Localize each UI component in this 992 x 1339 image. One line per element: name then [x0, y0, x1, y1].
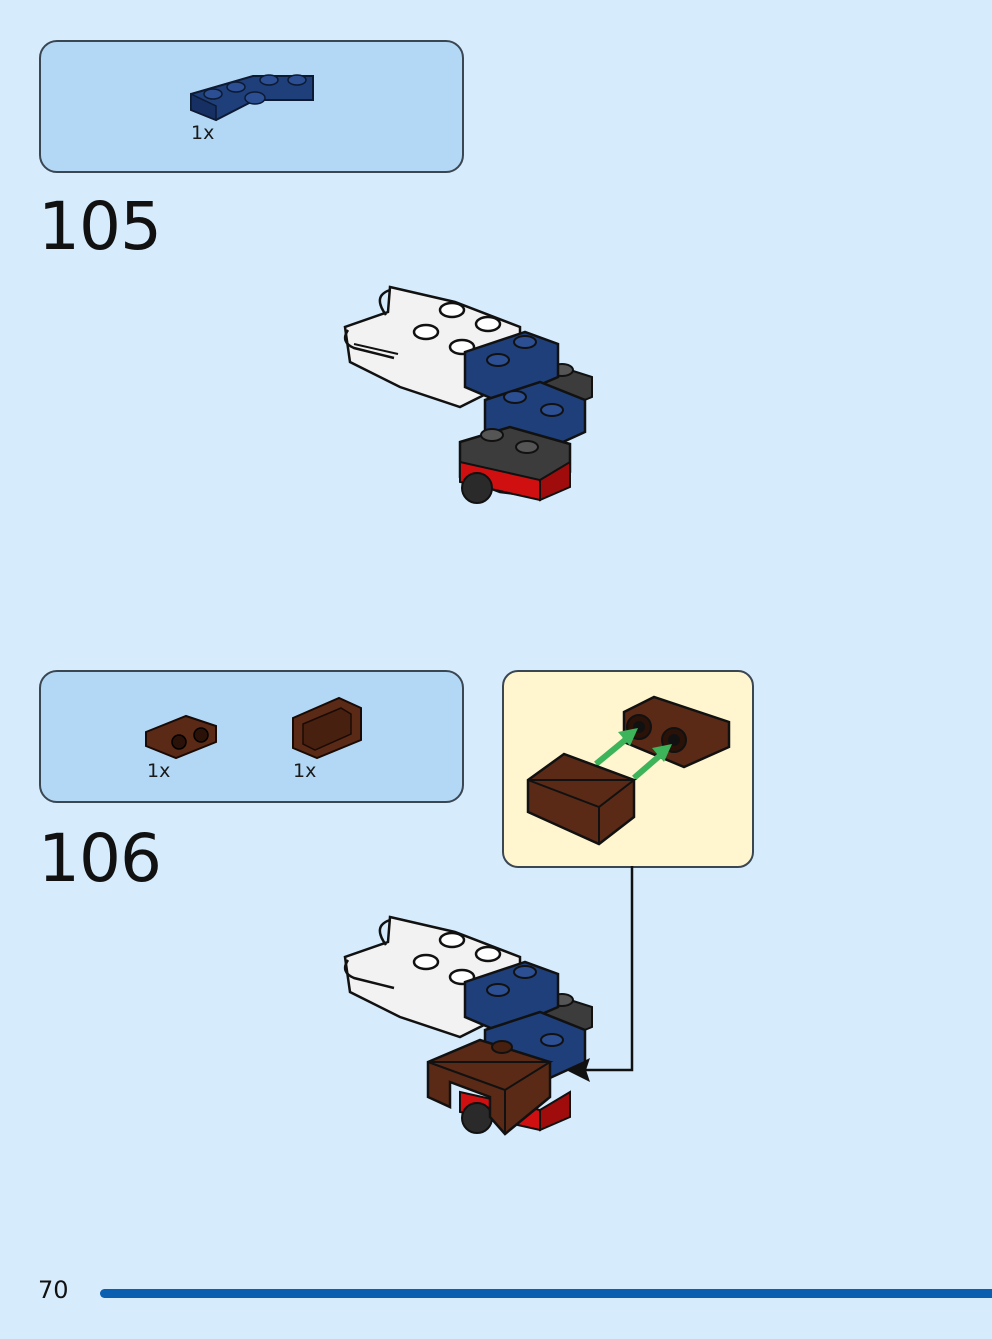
sub-assembly-illustration: [526, 695, 731, 846]
parts-list-box-step-106: 1x 1x: [39, 670, 464, 803]
part-quantity: 1x: [147, 760, 171, 782]
step-106-model-illustration: [343, 915, 593, 1136]
sub-assembly-callout: [502, 670, 754, 868]
brown-bracket-plate-icon: [145, 714, 217, 760]
brown-shell-brick-icon: [292, 696, 362, 760]
part-quantity: 1x: [191, 122, 215, 144]
part-quantity: 1x: [293, 760, 317, 782]
blue-hinge-plate-icon: [190, 74, 314, 122]
step-105-model-illustration: [343, 285, 593, 504]
page-number: 70: [38, 1276, 69, 1304]
step-number: 105: [38, 188, 162, 265]
step-number: 106: [38, 820, 162, 897]
page-footer-bar: [100, 1289, 992, 1298]
callout-pointer-line: [566, 866, 634, 1082]
parts-list-box-step-105: 1x: [39, 40, 464, 173]
